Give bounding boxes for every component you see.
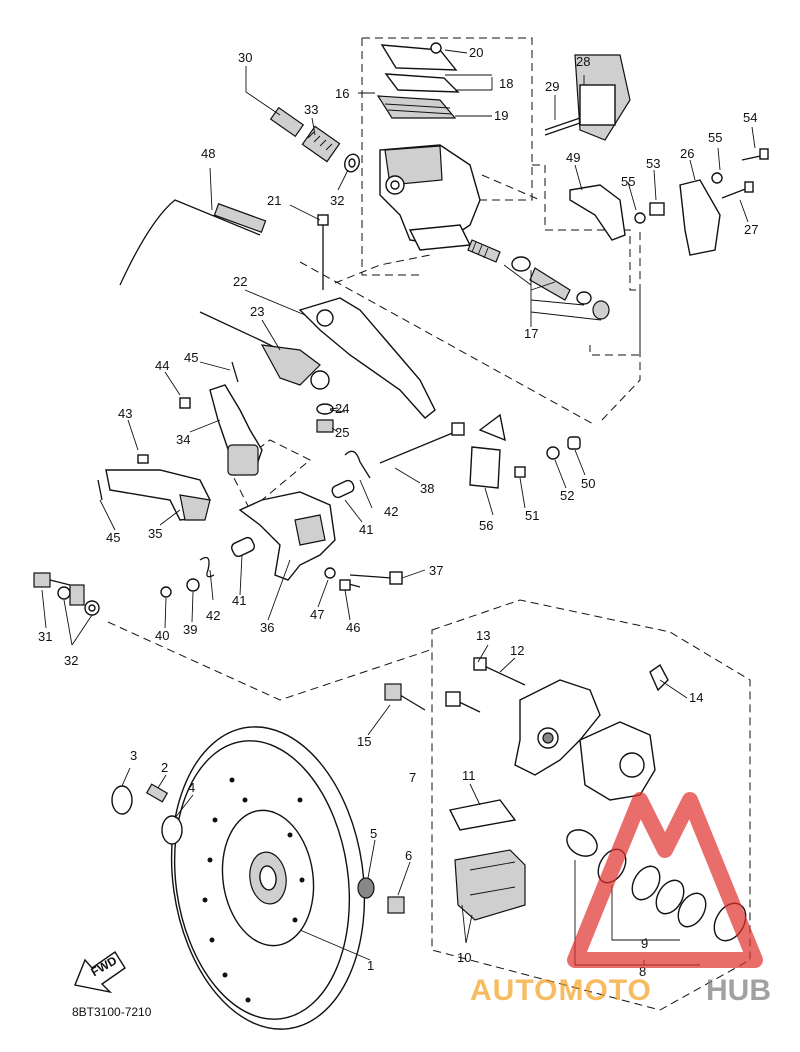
svg-text:HUB: HUB [706,974,771,1007]
callout-16: 16 [335,86,349,101]
callout-56: 56 [479,518,493,533]
callout-13: 13 [476,628,490,643]
callout-52: 52 [560,488,574,503]
piston-kit [467,239,610,320]
callout-44: 44 [155,358,169,373]
callout-47: 47 [310,607,324,622]
svg-text:AUTOMOTO: AUTOMOTO [470,974,652,1007]
brake-disc [111,726,405,1030]
callout-14: 14 [689,690,703,705]
callout-32a: 32 [64,653,78,668]
callout-36: 36 [260,620,274,635]
callout-53: 53 [646,156,660,171]
callout-5: 5 [370,826,377,841]
callout-6: 6 [405,848,412,863]
callout-1: 1 [367,958,374,973]
callout-9: 9 [641,936,648,951]
callout-40: 40 [155,628,169,643]
callout-2: 2 [161,760,168,775]
callout-15: 15 [357,734,371,749]
bracket-parts [544,54,769,256]
callout-10: 10 [457,950,471,965]
callout-32b: 32 [330,193,344,208]
bolts-midright [339,413,581,591]
callout-8: 8 [639,964,646,979]
assembly-outlines [107,37,751,1011]
leader-lines [41,49,756,965]
callout-21: 21 [267,193,281,208]
watermark-logo: AUTOMOTO HUB [470,792,771,1007]
brake-line-48 [119,199,267,286]
lever-assembly [199,214,436,433]
callout-25: 25 [335,425,349,440]
callout-42b: 42 [384,504,398,519]
callout-38: 38 [420,481,434,496]
callout-33: 33 [304,102,318,117]
callout-11: 11 [462,768,476,783]
adjuster-33 [301,125,360,173]
callout-17: 17 [524,326,538,341]
callout-31: 31 [38,629,52,644]
callout-43: 43 [118,406,132,421]
callout-41a: 41 [232,593,246,608]
callout-20: 20 [469,45,483,60]
master-cylinder [376,42,481,251]
drawing-code: 8BT3100-7210 [72,1005,152,1019]
callout-7: 7 [409,770,416,785]
callout-3: 3 [130,748,137,763]
callout-45b: 45 [106,530,120,545]
callout-34: 34 [176,432,190,447]
callout-41b: 41 [359,522,373,537]
callout-19: 19 [494,108,508,123]
pedal-assembly [97,361,371,598]
callout-35: 35 [148,526,162,541]
callout-24: 24 [335,401,349,416]
callout-18: 18 [499,76,513,91]
callout-12: 12 [510,643,524,658]
callout-55b: 55 [621,174,635,189]
fwd-arrow: FWD [74,951,126,994]
callout-42a: 42 [206,608,220,623]
callout-labels: 1 2 3 4 5 6 7 8 9 10 11 12 13 14 15 16 1… [38,45,758,979]
callout-27: 27 [744,222,758,237]
callout-23: 23 [250,304,264,319]
callout-48: 48 [201,146,215,161]
callout-51: 51 [525,508,539,523]
callout-28: 28 [576,54,590,69]
callout-45a: 45 [184,350,198,365]
callout-50: 50 [581,476,595,491]
callout-46: 46 [346,620,360,635]
callout-4: 4 [188,780,195,795]
callout-49: 49 [566,150,580,165]
callout-54: 54 [743,110,757,125]
callout-30: 30 [238,50,252,65]
callout-39: 39 [183,622,197,637]
callout-29: 29 [545,79,559,94]
callout-37: 37 [429,563,443,578]
callout-55a: 55 [708,130,722,145]
lower-cable-end [33,572,100,616]
callout-22: 22 [233,274,247,289]
callout-26: 26 [680,146,694,161]
